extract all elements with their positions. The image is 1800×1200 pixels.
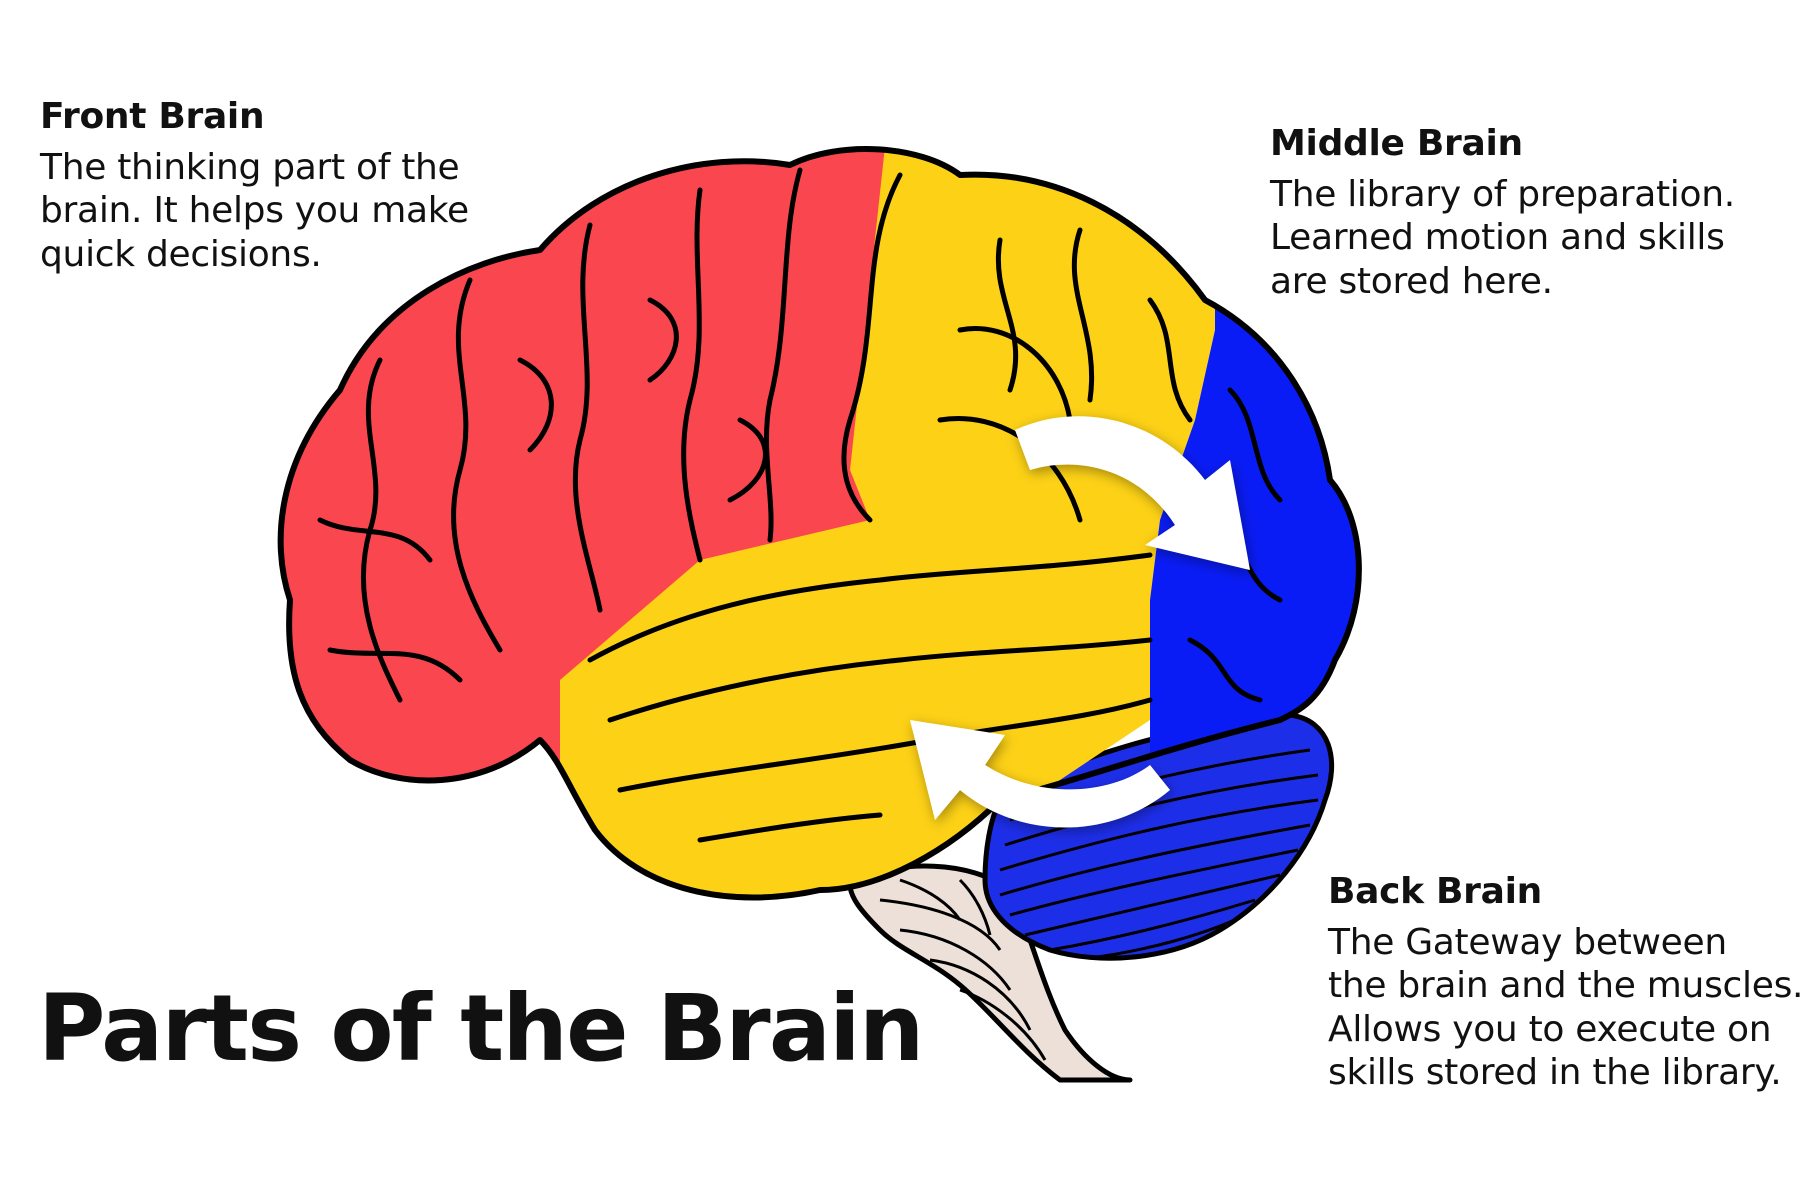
middle-brain-label: Middle Brain The library of preparation.… (1270, 122, 1735, 303)
middle-lobe (560, 148, 1215, 898)
front-brain-line-3: quick decisions. (40, 233, 322, 275)
front-brain-line-1: The thinking part of the (40, 147, 460, 189)
back-brain-line-3: Allows you to execute on (1328, 1008, 1772, 1050)
arrow-backward (910, 720, 1170, 828)
middle-brain-heading: Middle Brain (1270, 123, 1523, 164)
middle-brain-line-1: The library of preparation. (1270, 174, 1735, 216)
arrows (910, 416, 1250, 828)
back-brain-heading: Back Brain (1328, 871, 1543, 912)
cerebrum-outline (277, 145, 1362, 901)
brainstem-lines (879, 878, 1047, 1061)
page-title: Parts of the Brain (38, 975, 924, 1082)
front-brain-line-2: brain. It helps you make (40, 190, 469, 232)
back-brain-line-2: the brain and the muscles. (1328, 965, 1800, 1007)
back-brain-label: Back Brain The Gateway between the brain… (1328, 870, 1800, 1094)
arrow-forward (1015, 416, 1250, 570)
cerebrum-folds (317, 167, 1283, 843)
back-brain-line-4: skills stored in the library. (1328, 1051, 1782, 1093)
front-brain-label: Front Brain The thinking part of the bra… (40, 95, 469, 276)
middle-brain-line-2: Learned motion and skills (1270, 217, 1725, 259)
middle-brain-line-3: are stored here. (1270, 260, 1553, 302)
back-brain-line-1: The Gateway between (1328, 922, 1727, 964)
front-brain-heading: Front Brain (40, 96, 265, 137)
